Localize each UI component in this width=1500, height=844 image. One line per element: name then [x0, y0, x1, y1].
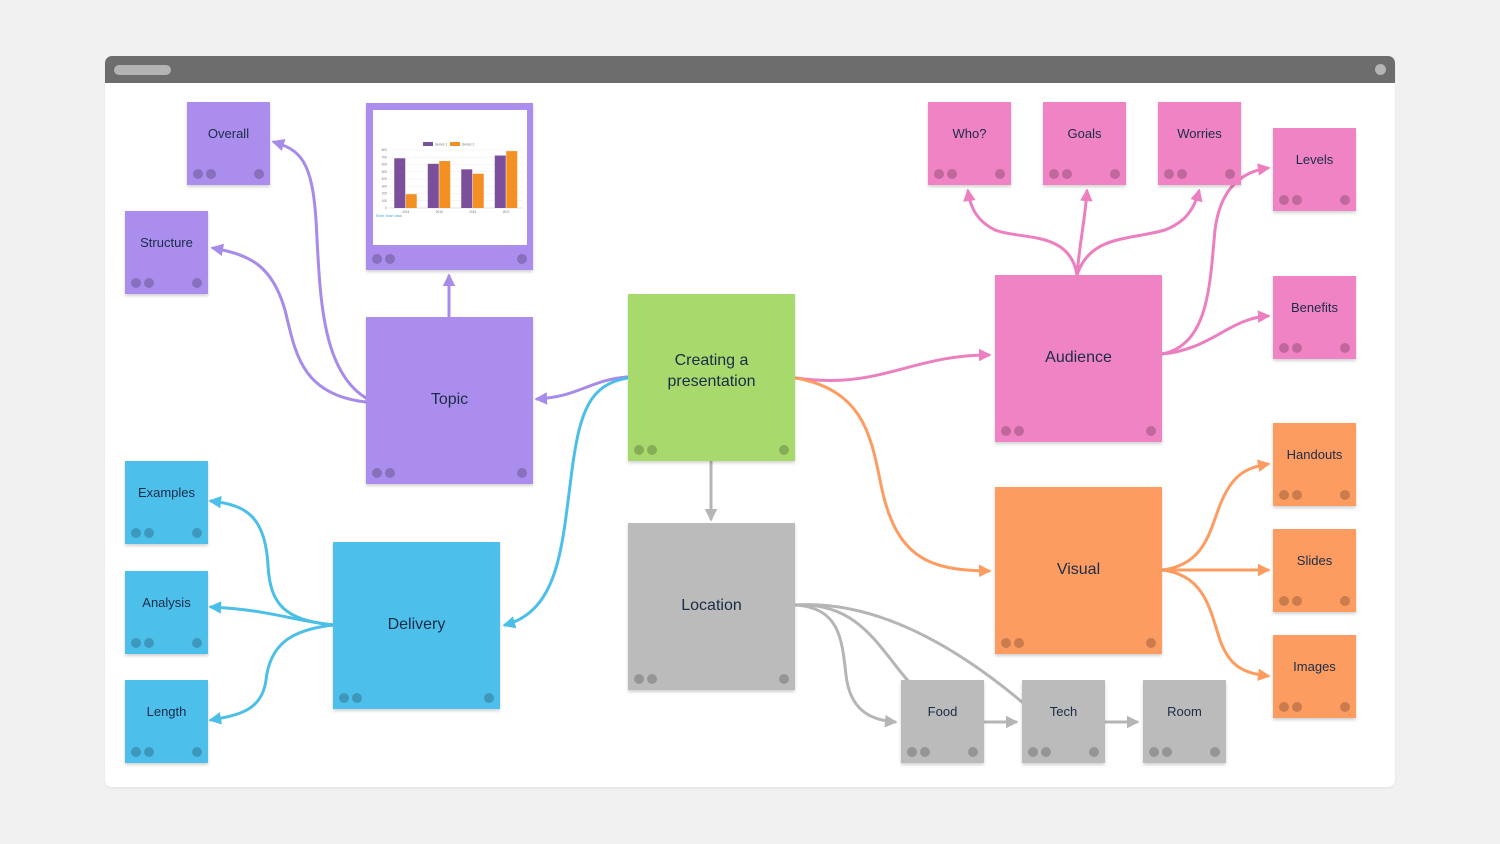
- chart-y-tick-label: 0: [385, 206, 387, 210]
- note-label: Handouts: [1286, 447, 1343, 463]
- note-label: Location: [681, 597, 742, 615]
- embedded-chart: 0 100 200 300 400 500 600 700 800 2014 2015 2016 201…: [373, 110, 527, 245]
- chart-y-tick-label: 400: [382, 177, 388, 181]
- note-goals[interactable]: Goals: [1043, 102, 1126, 185]
- window-menu-dot[interactable]: [1375, 64, 1386, 75]
- note-label: Analysis: [142, 595, 191, 611]
- link-audience-levels: [1160, 163, 1271, 356]
- chart-legend-swatch: [450, 142, 460, 146]
- link-audience-benefits: [1160, 310, 1271, 356]
- title-bar: [105, 56, 1395, 83]
- chart-y-tick-label: 300: [382, 184, 388, 188]
- note-label: Tech: [1049, 704, 1078, 720]
- note-visual[interactable]: Visual: [995, 487, 1162, 654]
- note-label: Food: [927, 704, 958, 720]
- note-label: Length: [146, 704, 187, 720]
- note-who[interactable]: Who?: [928, 102, 1011, 185]
- link-center-visual: [794, 376, 992, 578]
- chart-bar-series-1: [394, 158, 406, 208]
- note-label: Goals: [1067, 126, 1102, 142]
- note-tech[interactable]: Tech: [1022, 680, 1105, 763]
- window-controls-pill[interactable]: [114, 65, 171, 75]
- note-label: Delivery: [387, 616, 446, 634]
- chart-bar-series-2: [405, 194, 417, 208]
- note-chart-card[interactable]: 0 100 200 300 400 500 600 700 800 2014 2015 2016 201…: [366, 103, 533, 270]
- note-slides[interactable]: Slides: [1273, 529, 1356, 612]
- chart-y-tick-label: 600: [382, 163, 388, 167]
- note-delivery[interactable]: Delivery: [333, 542, 500, 709]
- note-handouts[interactable]: Handouts: [1273, 423, 1356, 506]
- note-structure[interactable]: Structure: [125, 211, 208, 294]
- note-label: Topic: [430, 391, 469, 409]
- link-center-audience: [794, 348, 992, 382]
- note-label: Creating a presentation: [667, 351, 756, 390]
- note-label: Visual: [1056, 561, 1101, 579]
- note-overall[interactable]: Overall: [187, 102, 270, 185]
- note-label: Room: [1167, 704, 1202, 720]
- bar-chart: 0 100 200 300 400 500 600 700 800 2014 2015 2016 201…: [376, 142, 523, 218]
- chart-legend-label: Series 2: [462, 142, 475, 146]
- note-label: Audience: [1045, 349, 1112, 367]
- chart-legend-label: Series 1: [435, 142, 448, 146]
- note-label: Worries: [1177, 126, 1222, 142]
- link-location-tech: [794, 603, 912, 685]
- note-analysis[interactable]: Analysis: [125, 571, 208, 654]
- note-room[interactable]: Room: [1143, 680, 1226, 763]
- note-label: Who?: [952, 126, 987, 142]
- chart-y-tick-label: 200: [382, 192, 388, 196]
- link-delivery-length: [208, 623, 335, 725]
- note-center-topic[interactable]: Creating a presentation: [628, 294, 795, 461]
- note-worries[interactable]: Worries: [1158, 102, 1241, 185]
- note-label: Images: [1293, 659, 1336, 675]
- link-delivery-examples: [208, 495, 335, 627]
- chart-bar-series-2: [472, 173, 484, 208]
- chart-x-tick-label: 2016: [469, 210, 476, 214]
- note-images[interactable]: Images: [1273, 635, 1356, 718]
- note-label: Slides: [1296, 553, 1333, 569]
- note-label: Overall: [207, 126, 250, 142]
- chart-y-tick-label: 500: [382, 170, 388, 174]
- note-label: Examples: [137, 485, 196, 501]
- link-delivery-analysis: [208, 601, 335, 627]
- chart-x-tick-label: 2015: [436, 210, 443, 214]
- chart-legend-swatch: [423, 142, 433, 146]
- chart-y-tick-label: 800: [382, 148, 388, 152]
- note-label: Benefits: [1291, 300, 1338, 316]
- note-benefits[interactable]: Benefits: [1273, 276, 1356, 359]
- link-location-tech2: [794, 603, 1024, 704]
- chart-bar-series-1: [461, 169, 473, 208]
- note-audience[interactable]: Audience: [995, 275, 1162, 442]
- chart-bar-series-2: [439, 161, 451, 208]
- note-label: Structure: [140, 235, 193, 251]
- link-visual-handouts: [1160, 459, 1271, 572]
- chart-bar-series-1: [494, 155, 506, 208]
- chart-x-tick-label: 2017: [503, 210, 510, 214]
- link-topic-overall: [271, 138, 368, 400]
- note-examples[interactable]: Examples: [125, 461, 208, 544]
- link-center-delivery: [502, 376, 629, 629]
- link-audience-worries: [1075, 188, 1203, 277]
- chart-x-tick-label: 2014: [402, 210, 409, 214]
- link-topic-structure: [210, 243, 368, 404]
- note-levels[interactable]: Levels: [1273, 128, 1356, 211]
- chart-footnote-link[interactable]: Enter chart data: [376, 214, 402, 218]
- link-audience-who: [963, 188, 1079, 277]
- note-label: Levels: [1295, 152, 1334, 168]
- note-food[interactable]: Food: [901, 680, 984, 763]
- link-location-food: [794, 603, 898, 728]
- note-length[interactable]: Length: [125, 680, 208, 763]
- chart-bar-series-2: [506, 151, 518, 208]
- chart-bar-series-1: [427, 163, 439, 208]
- link-center-topic: [534, 375, 629, 405]
- chart-y-tick-label: 700: [382, 155, 388, 159]
- link-visual-images: [1160, 568, 1271, 681]
- link-audience-goals: [1075, 188, 1093, 277]
- note-location[interactable]: Location: [628, 523, 795, 690]
- note-topic[interactable]: Topic: [366, 317, 533, 484]
- chart-y-tick-label: 100: [382, 199, 388, 203]
